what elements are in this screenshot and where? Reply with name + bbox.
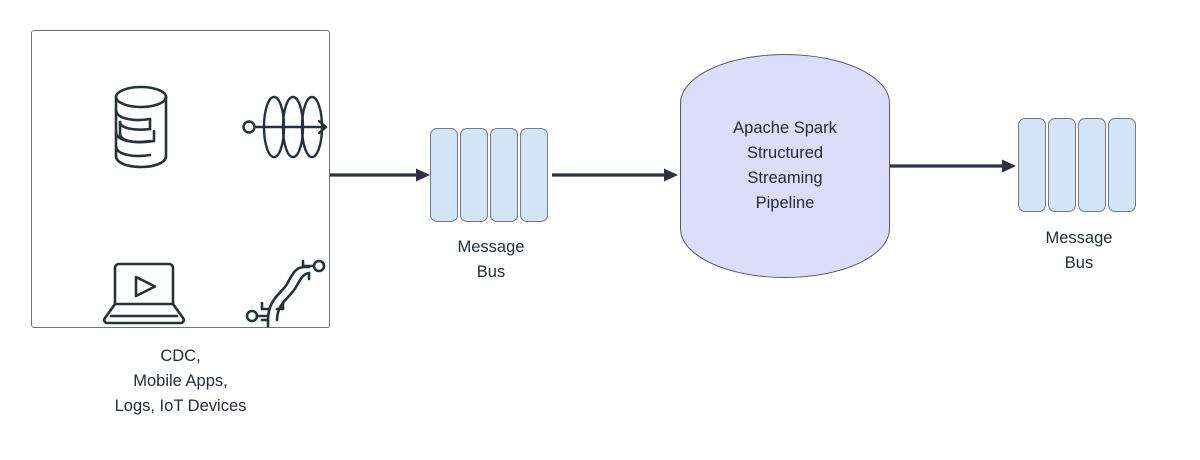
edge-spark-to-bus	[890, 156, 1018, 176]
message-bus-output[interactable]	[1018, 118, 1136, 212]
queue-bar	[1018, 118, 1046, 212]
message-bus-output-label: Message Bus	[1045, 229, 1113, 272]
laptop-play-icon	[88, 246, 200, 341]
queue-bar	[490, 128, 518, 222]
queue-bar	[1078, 118, 1106, 212]
database-icon	[90, 77, 200, 177]
spark-pipeline-label: Apache Spark Structured Streaming Pipeli…	[733, 119, 837, 212]
iot-sensor-icon	[228, 244, 340, 342]
message-bus-input[interactable]	[430, 128, 548, 222]
source-group-box[interactable]	[31, 30, 330, 328]
message-bus-input-label: Message Bus	[457, 238, 525, 281]
queue-bar	[430, 128, 458, 222]
queue-bar	[1048, 118, 1076, 212]
edge-sources-to-bus	[330, 165, 432, 185]
stream-icon	[228, 77, 346, 177]
spark-pipeline-node[interactable]: Apache Spark Structured Streaming Pipeli…	[680, 54, 890, 278]
edge-bus-to-spark	[552, 165, 680, 185]
queue-bar	[1108, 118, 1136, 212]
queue-bar	[460, 128, 488, 222]
source-group-caption: CDC, Mobile Apps, Logs, IoT Devices	[114, 347, 247, 415]
queue-bar	[520, 128, 548, 222]
